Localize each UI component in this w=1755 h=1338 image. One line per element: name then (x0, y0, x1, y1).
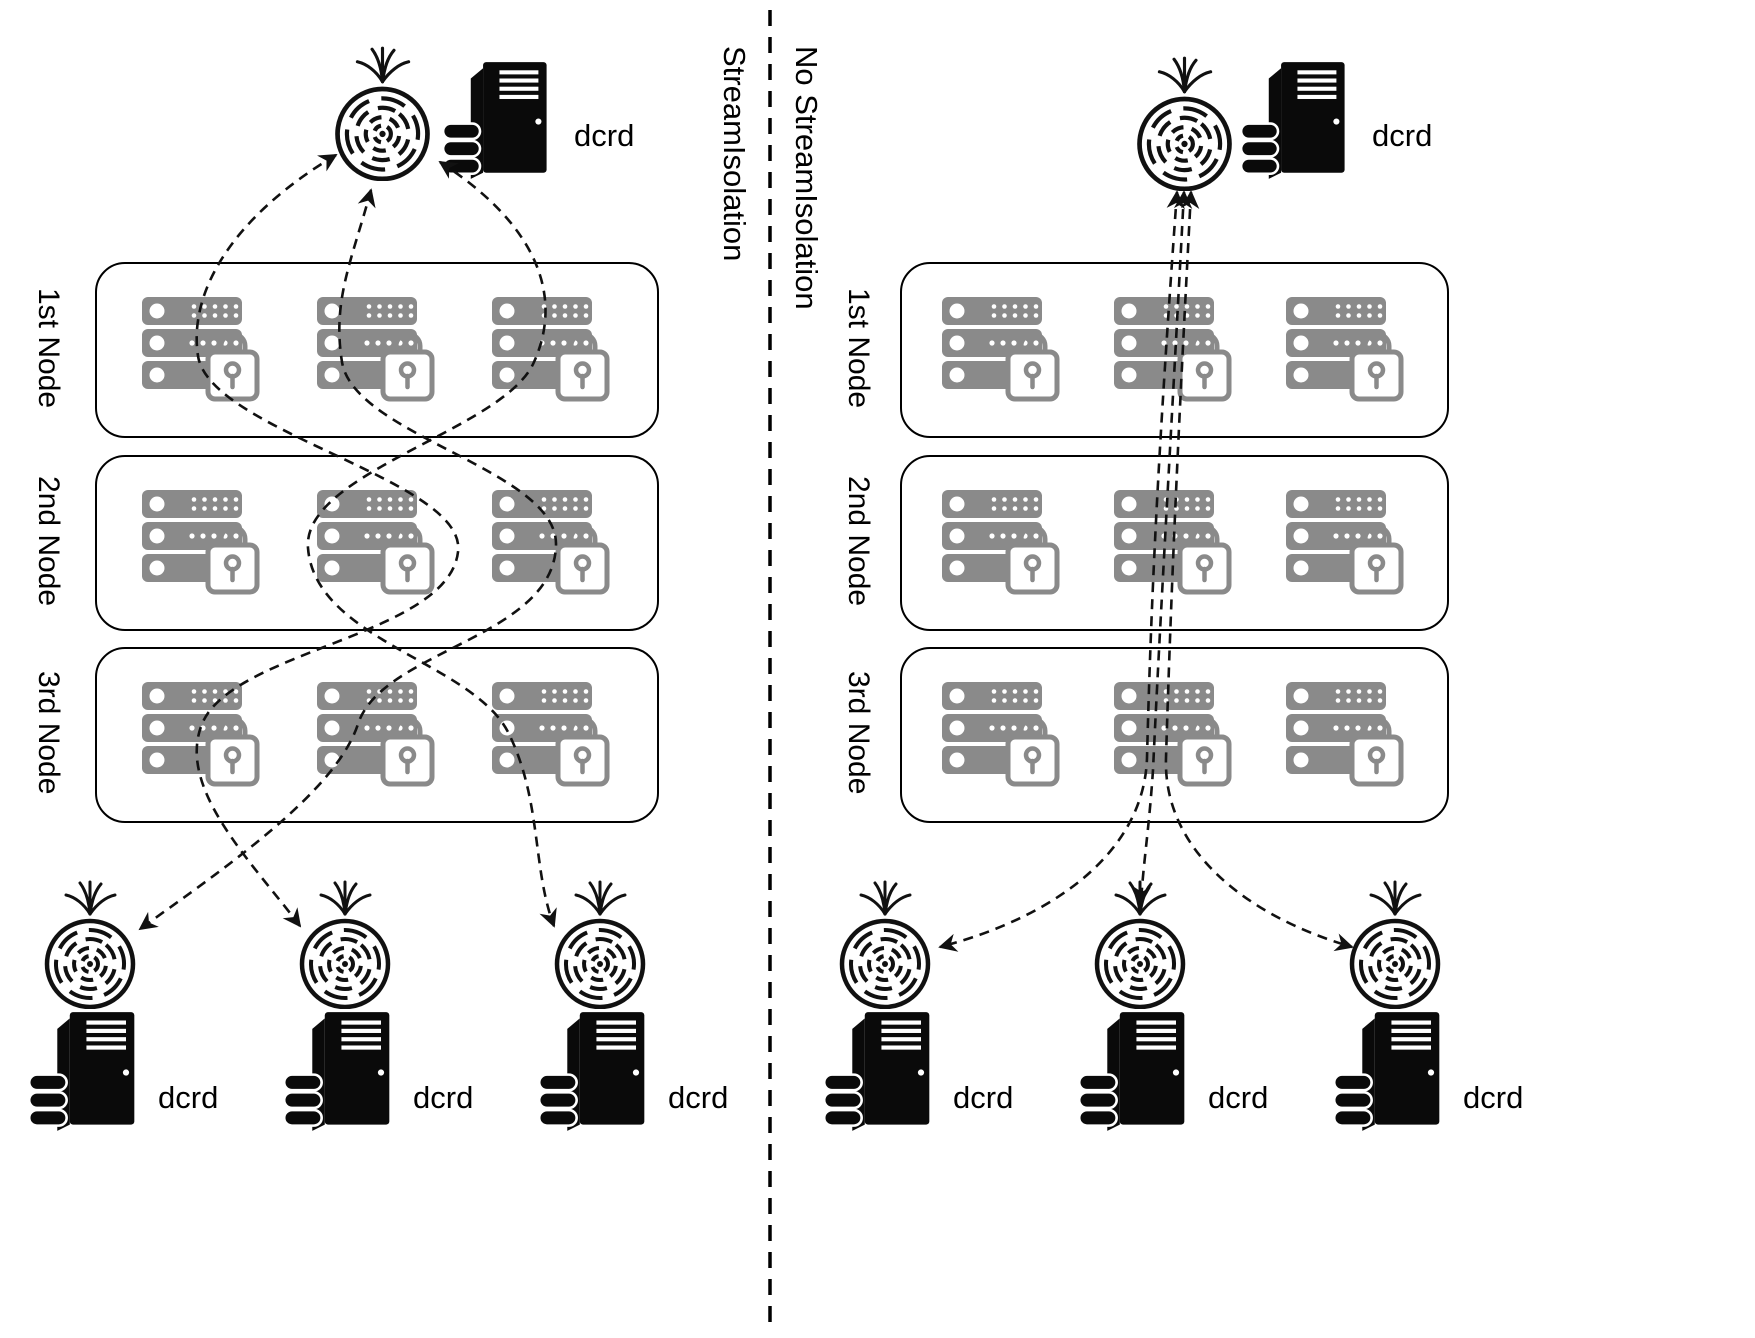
node-label-3rd: 3rd Node (842, 671, 875, 795)
relay-server-rack-icon (492, 682, 614, 788)
relay-server-rack-icon (317, 490, 439, 596)
node-label-1st: 1st Node (32, 287, 65, 409)
tor-onion-icon (550, 878, 650, 1009)
dcrd-label: dcrd (1372, 118, 1433, 153)
node-box-1st-node (95, 262, 659, 438)
relay-server-rack-icon (1286, 682, 1408, 788)
relay-server-rack-icon (1114, 490, 1236, 596)
node-box-1st-node (900, 262, 1449, 438)
node-box-3rd-node (900, 647, 1449, 823)
relay-server-rack-icon (142, 297, 264, 403)
relay-server-rack-icon (1286, 297, 1408, 403)
relay-server-rack-icon (142, 490, 264, 596)
relay-server-rack-icon (492, 490, 614, 596)
dcrd-server-tower-icon (28, 1010, 136, 1133)
dcrd-server-tower-icon (538, 1010, 646, 1133)
relay-server-rack-icon (1114, 297, 1236, 403)
dcrd-label: dcrd (953, 1080, 1014, 1115)
dcrd-server-tower-icon (823, 1010, 931, 1133)
node-label-2nd: 2nd Node (32, 475, 65, 607)
relay-server-rack-icon (942, 297, 1064, 403)
dcrd-label: dcrd (413, 1080, 474, 1115)
dcrd-label: dcrd (1208, 1080, 1269, 1115)
dcrd-server-tower-icon (1078, 1010, 1186, 1133)
tor-onion-icon (835, 878, 935, 1009)
dcrd-server-tower-icon (442, 60, 548, 181)
mode-label-no-stream-isolation: No StreamIsolation (789, 46, 824, 310)
tor-onion-icon (1132, 54, 1237, 191)
tor-onion-icon (1345, 878, 1445, 1009)
dcrd-label: dcrd (668, 1080, 729, 1115)
tor-onion-icon (1090, 878, 1190, 1009)
node-box-2nd-node (95, 455, 659, 631)
dcrd-label: dcrd (1463, 1080, 1524, 1115)
dcrd-server-tower-icon (283, 1010, 391, 1133)
dcrd-server-tower-icon (1333, 1010, 1441, 1133)
tor-onion-icon (295, 878, 395, 1009)
relay-server-rack-icon (492, 297, 614, 403)
relay-server-rack-icon (142, 682, 264, 788)
node-box-3rd-node (95, 647, 659, 823)
relay-server-rack-icon (942, 682, 1064, 788)
node-label-1st: 1st Node (842, 287, 875, 409)
relay-server-rack-icon (942, 490, 1064, 596)
dcrd-label: dcrd (574, 118, 635, 153)
node-box-2nd-node (900, 455, 1449, 631)
tor-onion-icon (330, 44, 435, 181)
relay-server-rack-icon (317, 682, 439, 788)
relay-server-rack-icon (317, 297, 439, 403)
mode-label-stream-isolation: StreamIsolation (717, 46, 752, 262)
tor-onion-icon (40, 878, 140, 1009)
dcrd-server-tower-icon (1240, 60, 1346, 181)
dcrd-label: dcrd (158, 1080, 219, 1115)
relay-server-rack-icon (1114, 682, 1236, 788)
node-label-3rd: 3rd Node (32, 671, 65, 795)
node-label-2nd: 2nd Node (842, 475, 875, 607)
relay-server-rack-icon (1286, 490, 1408, 596)
